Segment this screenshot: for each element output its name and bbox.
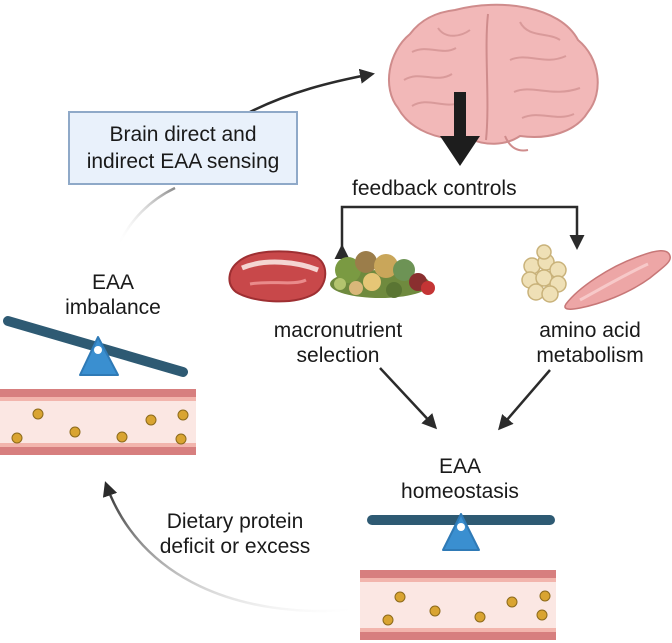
- sensing-line-2: indirect EAA sensing: [86, 150, 280, 173]
- sensing-line-1: Brain direct and: [109, 123, 257, 146]
- balance-scale-icon: [3, 316, 188, 377]
- brain-output-arrow: [440, 92, 480, 166]
- homeostasis-line-2: homeostasis: [401, 480, 519, 503]
- blood-vessel-icon: [0, 389, 196, 455]
- sensing-to-brain-arrow: [249, 68, 375, 114]
- balance-scale-icon-homeostasis: [367, 513, 555, 551]
- feedback-branch-line: [334, 205, 585, 259]
- dietary-deficit-arrow: [102, 481, 351, 613]
- imbalance-label: EAA imbalance: [48, 270, 178, 320]
- brain-icon: [387, 3, 599, 152]
- sensing-box-text: Brain direct and indirect EAA sensing: [87, 121, 280, 175]
- imbalance-line-2: imbalance: [65, 296, 161, 319]
- muscle-icon: [564, 250, 671, 310]
- sensing-box: Brain direct and indirect EAA sensing: [68, 111, 298, 185]
- dietary-line-2: deficit or excess: [159, 535, 311, 558]
- homeostasis-line-1: EAA: [438, 455, 482, 478]
- vegetables-icon: [330, 251, 435, 298]
- homeostasis-label: EAA homeostasis: [360, 454, 560, 504]
- macronutrient-to-homeostasis-arrow: [379, 367, 438, 430]
- macronutrient-line-2: selection: [296, 344, 380, 367]
- dietary-line-1: Dietary protein: [166, 510, 304, 533]
- imbalance-to-sensing-line: [116, 186, 176, 247]
- imbalance-line-1: EAA: [91, 271, 135, 294]
- dietary-label: Dietary protein deficit or excess: [140, 509, 330, 559]
- metabolism-to-homeostasis-arrow: [498, 369, 551, 431]
- amino-acid-label: amino acid metabolism: [505, 318, 672, 368]
- macronutrient-label: macronutrient selection: [238, 318, 438, 368]
- macronutrient-line-1: macronutrient: [273, 319, 403, 342]
- meat-icon: [228, 250, 327, 303]
- feedback-label: feedback controls: [352, 177, 517, 200]
- amino-acid-line-1: amino acid: [539, 319, 641, 342]
- blood-vessel-icon-homeostasis: [360, 570, 556, 640]
- amino-acid-cluster-icon: [521, 244, 567, 303]
- amino-acid-line-2: metabolism: [536, 344, 644, 367]
